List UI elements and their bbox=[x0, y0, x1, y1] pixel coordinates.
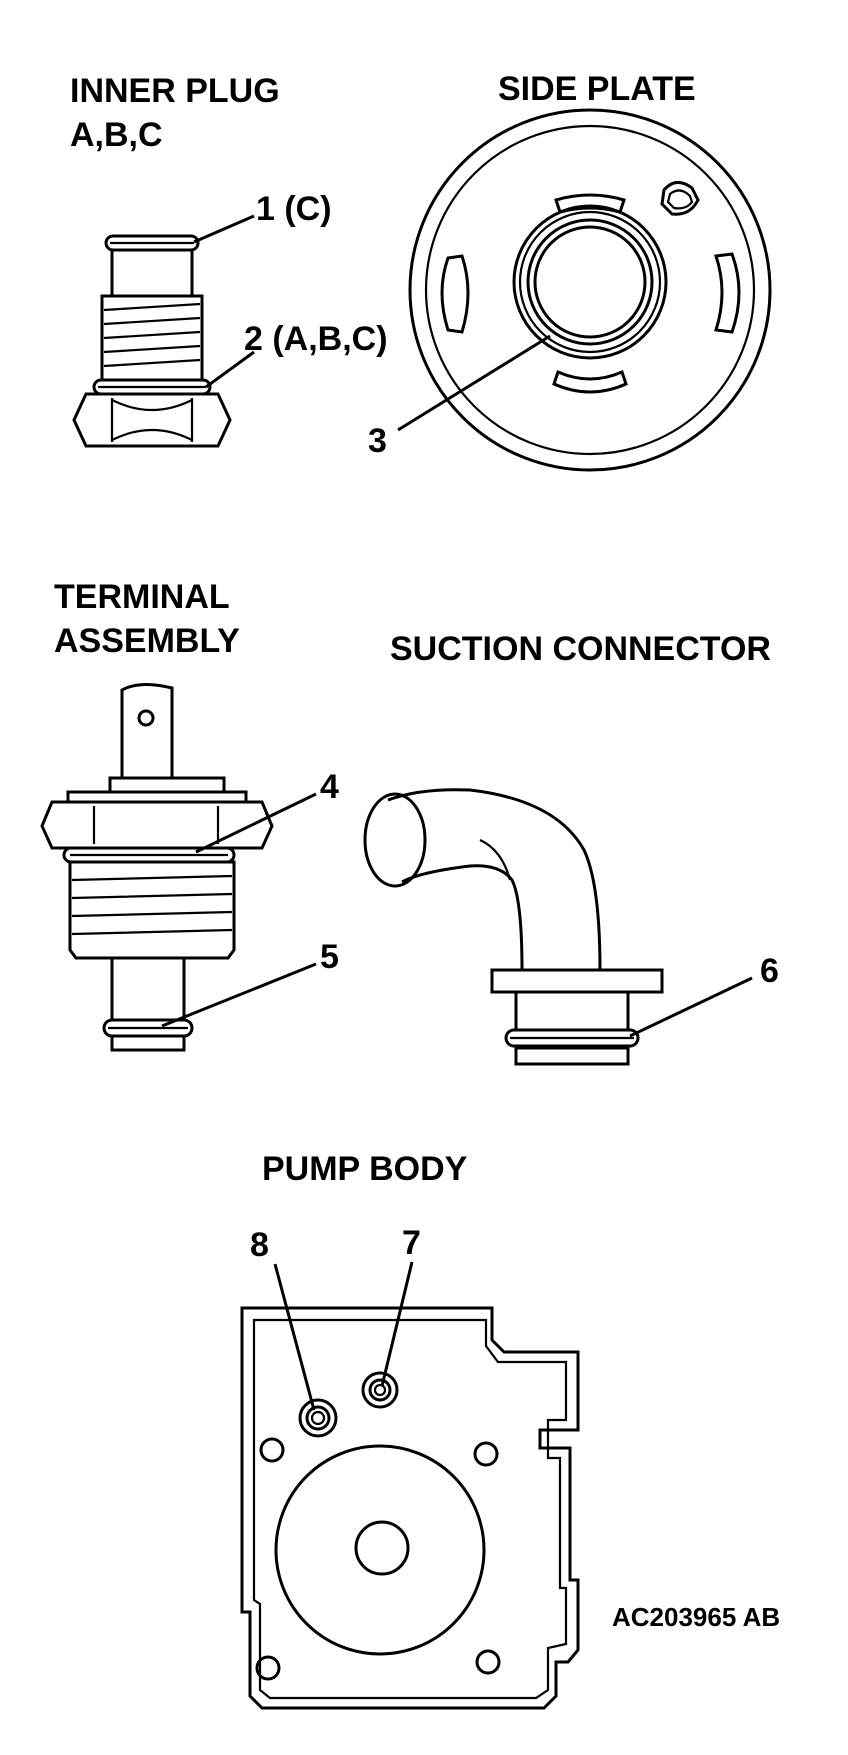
callout-3-label: 3 bbox=[368, 422, 387, 460]
side-plate-title: SIDE PLATE bbox=[498, 70, 696, 108]
inner-plug-title-line1: INNER PLUG bbox=[70, 72, 280, 110]
callout-2-label: 2 (A,B,C) bbox=[244, 320, 388, 358]
callout-8: 8 bbox=[250, 1226, 316, 1411]
callout-6-label: 6 bbox=[760, 952, 779, 990]
pump-body-group: PUMP BODY 8 bbox=[240, 1150, 580, 1710]
callout-6: 6 bbox=[629, 952, 779, 1038]
callout-5: 5 bbox=[161, 938, 339, 1028]
callout-1-label: 1 (C) bbox=[256, 190, 332, 228]
callout-8-label: 8 bbox=[250, 1226, 269, 1264]
callout-2: 2 (A,B,C) bbox=[205, 320, 388, 389]
inner-plug-title-line2: A,B,C bbox=[70, 116, 163, 154]
suction-connector-drawing bbox=[363, 788, 664, 1066]
callout-4-label: 4 bbox=[320, 768, 339, 806]
callout-5-label: 5 bbox=[320, 938, 339, 976]
callout-3: 3 bbox=[368, 334, 551, 460]
side-plate-group: SIDE PLATE 3 bbox=[368, 70, 772, 472]
inner-plug-drawing bbox=[72, 234, 232, 448]
terminal-assembly-title-line1: TERMINAL bbox=[54, 578, 230, 616]
inner-plug-group: INNER PLUG A,B,C 1 (C) 2 bbox=[70, 72, 388, 448]
suction-connector-title: SUCTION CONNECTOR bbox=[390, 630, 771, 668]
side-plate-drawing bbox=[408, 108, 772, 472]
callout-7: 7 bbox=[380, 1224, 421, 1387]
figure-code: AC203965 AB bbox=[612, 1602, 780, 1632]
callout-7-label: 7 bbox=[402, 1224, 421, 1262]
pump-body-title: PUMP BODY bbox=[262, 1150, 468, 1188]
callout-1: 1 (C) bbox=[193, 190, 332, 244]
suction-connector-group: SUCTION CONNECTOR 6 bbox=[363, 630, 779, 1066]
pump-body-drawing bbox=[240, 1306, 580, 1710]
terminal-assembly-drawing bbox=[40, 683, 274, 1052]
terminal-assembly-group: TERMINAL ASSEMBLY 4 bbox=[40, 578, 339, 1052]
terminal-assembly-title-line2: ASSEMBLY bbox=[54, 622, 240, 660]
callout-4: 4 bbox=[195, 768, 339, 854]
